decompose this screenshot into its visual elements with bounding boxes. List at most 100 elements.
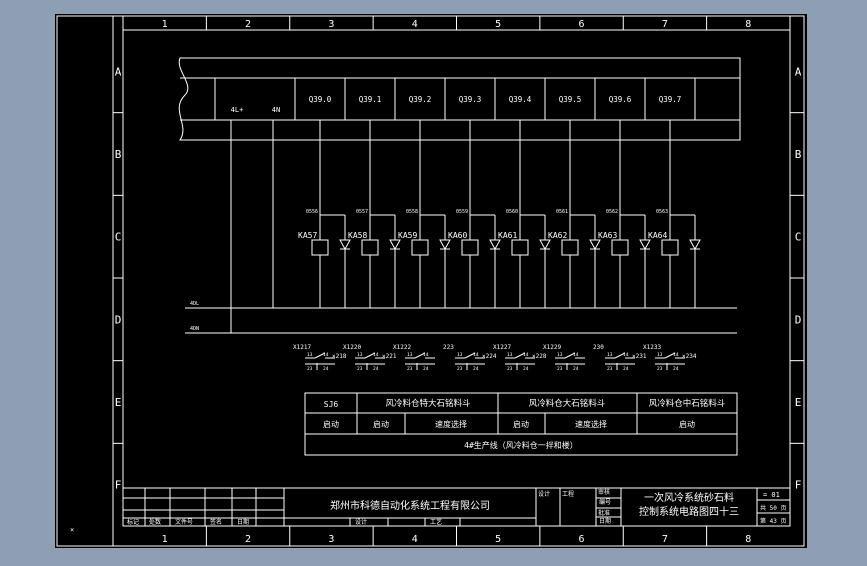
contact-pin: 24: [423, 366, 429, 372]
contact-pin: 24: [323, 366, 329, 372]
rail-4dn-label: 4DN: [190, 326, 199, 332]
column-label-top: 5: [495, 19, 501, 30]
sheet-code: = 01: [763, 491, 780, 499]
busbar-label: 4N: [272, 106, 280, 114]
contact-pin: 23: [307, 366, 313, 372]
column-label-top: 7: [662, 19, 668, 30]
column-label-top: 4: [412, 19, 418, 30]
contact-pin: 24: [673, 366, 679, 372]
contact-blade: [464, 352, 476, 359]
contact-pin: 13: [307, 352, 313, 358]
contact-pin: 23: [657, 366, 663, 372]
relay-wire-tag: 0560: [506, 209, 518, 215]
diode-symbol: [489, 239, 501, 251]
relay-wire-tag: 0556: [306, 209, 318, 215]
relay-wire-tag: 0558: [406, 209, 418, 215]
contact-terminal: ×224: [482, 353, 497, 360]
contact-pin: 13: [457, 352, 463, 358]
contact-pin: 14: [623, 352, 629, 358]
relay-name: KA64: [648, 231, 667, 240]
title-block-label: 签名: [210, 518, 222, 526]
contact-pin: 24: [523, 366, 529, 372]
column-label-bottom: 1: [162, 534, 168, 545]
contact-blade: [314, 352, 326, 359]
column-label-top: 8: [745, 19, 751, 30]
title-block-label: 日期: [237, 518, 249, 526]
contact-pin: 24: [373, 366, 379, 372]
busbar-output-label: Q39.1: [359, 95, 382, 104]
sheet-number: 第 43 页: [760, 517, 786, 525]
busbar-output-label: Q39.6: [609, 95, 632, 104]
contact-pin: 23: [457, 366, 463, 372]
diode-symbol: [539, 239, 551, 251]
title-block-label: 编号: [599, 498, 611, 506]
title-block-label: 审核: [598, 488, 610, 496]
contact-pin: 14: [573, 352, 579, 358]
row-label-left: B: [115, 148, 122, 161]
contact-terminal: ×234: [682, 353, 697, 360]
legend-r2-c4: 启动: [513, 419, 529, 429]
title-block-label: 标记: [127, 518, 139, 526]
contact-terminal: ×231: [632, 353, 647, 360]
busbar-output-label: Q39.3: [459, 95, 482, 104]
row-label-right: B: [795, 148, 802, 161]
column-label-top: 2: [245, 19, 251, 30]
relay-wiring: 0556KA570557KA580558KA590559KA600560KA61…: [230, 120, 701, 333]
column-label-bottom: 3: [328, 534, 334, 545]
row-label-left: A: [115, 65, 122, 78]
contact-pin: 23: [357, 366, 363, 372]
contact-tag: X1227: [493, 344, 511, 351]
column-label-top: 3: [328, 19, 334, 30]
legend-r2-c2: 启动: [373, 419, 389, 429]
legend-r1-c4: 风冷料仓中石铭料斗: [649, 398, 726, 409]
contact-terminal: ×218: [332, 353, 347, 360]
contact-blade: [514, 352, 526, 359]
drawing-title-1: 一次风冷系统砂石料: [644, 491, 734, 504]
contact-tag: X1217: [293, 344, 311, 351]
row-label-left: C: [115, 231, 122, 244]
contact-pin: 24: [473, 366, 479, 372]
contact-pin: 13: [607, 352, 613, 358]
contact-pin: 24: [623, 366, 629, 372]
relay-name: KA63: [598, 231, 617, 240]
legend-r2-c6: 启动: [679, 419, 695, 429]
contact-pin: 23: [557, 366, 563, 372]
legend-r1-c1: SJ6: [324, 400, 339, 409]
column-label-top: 1: [162, 19, 168, 30]
company-name: 郑州市科德自动化系统工程有限公司: [330, 499, 490, 512]
relay-wire-tag: 0561: [556, 209, 568, 215]
relay-name: KA59: [398, 231, 417, 240]
contact-pin: 13: [357, 352, 363, 358]
legend-table: SJ6 风冷料仓特大石铭料斗 风冷料仓大石铭料斗 风冷料仓中石铭料斗 启动 启动…: [304, 392, 738, 456]
row-label-right: D: [795, 313, 802, 326]
diode-symbol: [439, 239, 451, 251]
contact-tag: 223: [443, 344, 454, 351]
legend-r1-c2: 风冷料仓特大石铭料斗: [385, 398, 471, 409]
busbar-box: [178, 57, 741, 141]
legend-r2-c3: 速度选择: [435, 419, 467, 429]
row-label-right: C: [795, 231, 802, 244]
contact-pin: 13: [657, 352, 663, 358]
relay-wire-tag: 0557: [356, 209, 368, 215]
column-label-bottom: 7: [662, 534, 668, 545]
busbar-output-label: Q39.2: [409, 95, 432, 104]
title-block-cell-labels: 标记处数文件号签名日期设计工艺审核批准工程设计编号日期: [127, 488, 611, 526]
contact-pin: 14: [423, 352, 429, 358]
contact-blade: [414, 352, 426, 359]
contact-pin: 14: [523, 352, 529, 358]
title-block-label: 处数: [149, 518, 161, 526]
contact-pin: 13: [507, 352, 513, 358]
relay-wire-tag: 0563: [656, 209, 668, 215]
title-block-label: 工程: [562, 490, 574, 498]
title-block: 郑州市科德自动化系统工程有限公司 一次风冷系统砂石料 控制系统电路图四十三 = …: [122, 487, 791, 527]
title-block-label: 日期: [599, 517, 611, 525]
row-label-left: D: [115, 313, 122, 326]
contact-terminal: ×221: [382, 353, 397, 360]
contact-pin: 23: [407, 366, 413, 372]
